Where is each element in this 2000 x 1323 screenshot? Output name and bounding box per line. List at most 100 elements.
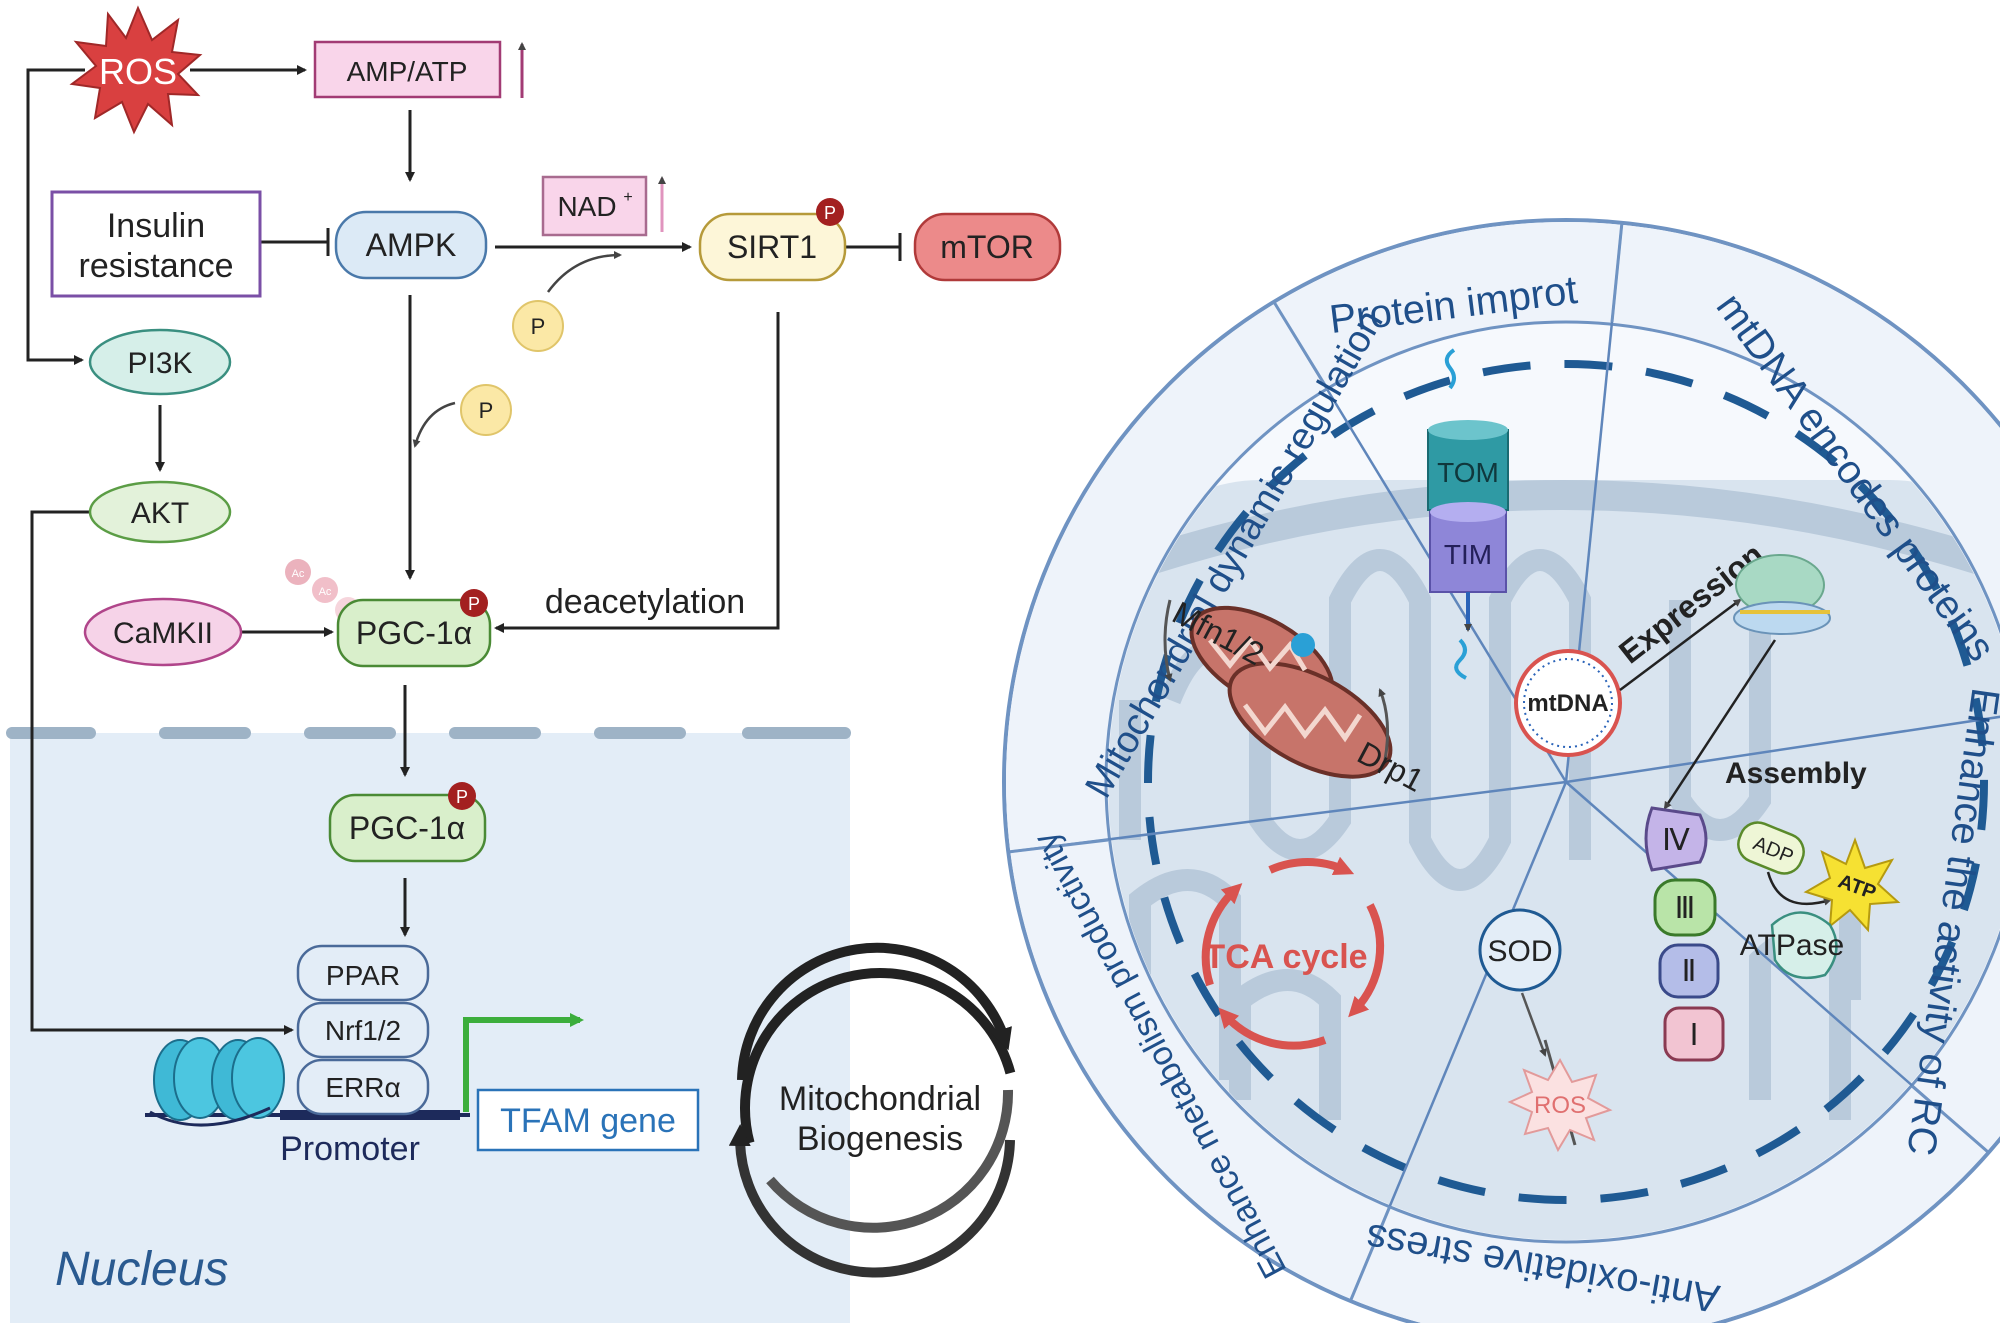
ros-burst-icon	[1507, 1057, 1613, 1153]
nucleosome-icon-4	[231, 1037, 285, 1119]
sod-arrow	[1520, 992, 1547, 1057]
complex-ii-label: Ⅱ	[1682, 955, 1697, 988]
tfam-gene-box	[476, 1088, 700, 1152]
tim-channel-top	[1430, 502, 1506, 522]
atpase-icon	[1770, 911, 1838, 980]
biogenesis-label-2: Biogenesis	[797, 1120, 963, 1158]
transcription-start-arrow	[463, 1013, 584, 1112]
pgc1a-nucleus-phospho-badge	[448, 782, 476, 810]
atp-star-icon: ATP	[1803, 837, 1901, 933]
promoter-label: Promoter	[280, 1130, 420, 1168]
mtdna-inner-ring	[1523, 658, 1613, 748]
mito-fission-icon	[1189, 605, 1393, 779]
mtdna-group: mtDNA	[1514, 649, 1622, 757]
arrow-sirt1-pgc1a	[494, 312, 780, 633]
phosphate-circle-2	[460, 384, 512, 436]
acetyl-label-1: Ac	[292, 568, 305, 580]
ros-star-icon	[69, 5, 203, 135]
pgc1a-phospho-badge	[460, 589, 488, 617]
sirt1-phospho-badge	[816, 198, 844, 226]
pi3k-node	[88, 328, 232, 396]
acetyl-label-2: Ac	[319, 586, 332, 598]
complex-iii: Ⅲ	[1653, 878, 1717, 937]
camkii-label: CaMKII	[113, 617, 213, 650]
nrf-label: Nrf1/2	[325, 1015, 401, 1046]
tom-tim-channel: TOM TIM	[1427, 348, 1509, 680]
insulin-node	[50, 190, 262, 298]
tca-arrow-left	[1201, 883, 1243, 987]
ros-node: ROS	[69, 5, 203, 135]
protein-strand-top-icon	[1444, 348, 1456, 390]
ampatp-label: AMP/ATP	[347, 56, 468, 87]
phospho-curve-sirt1	[546, 251, 622, 293]
assembly-arrow	[1663, 639, 1777, 810]
insulin-label-1: Insulin	[107, 207, 205, 245]
nad-node	[541, 175, 648, 237]
biogenesis-arc-top	[740, 968, 1016, 1145]
ampk-node	[334, 210, 488, 280]
phosphate-circle-1	[512, 300, 564, 352]
ampatp-node	[313, 40, 502, 99]
mfn-arrow	[1163, 599, 1173, 682]
complex-iii-label: Ⅲ	[1675, 892, 1696, 925]
tom-channel-top	[1428, 420, 1508, 440]
pgc1a-nucleus-phospho-label: P	[456, 787, 468, 807]
atpase-label: ATPase	[1740, 929, 1845, 962]
sod-label: SOD	[1487, 935, 1552, 968]
acetyl-circle-1	[285, 559, 311, 585]
ros-burst-label: ROS	[1534, 1092, 1586, 1119]
akt-node	[88, 480, 232, 544]
band-dividers	[1007, 221, 1989, 1303]
erra-label: ERRα	[325, 1072, 400, 1103]
tca-label: TCA cycle	[1204, 938, 1367, 976]
pgc1a-cytoplasm-node	[336, 598, 492, 668]
erra-node	[296, 1058, 430, 1116]
mtor-node	[913, 212, 1062, 282]
mito-wheel: Mitochondrial dynamic regulation Protein…	[1002, 218, 2000, 1323]
insulin-label-2: resistance	[79, 247, 234, 285]
ampk-label: AMPK	[366, 227, 457, 263]
drp-arrow	[1378, 688, 1390, 761]
ribosome-icon	[1733, 554, 1831, 635]
sod-node	[1478, 908, 1562, 992]
nucleosome-group	[149, 1037, 285, 1127]
phosphate-label-2: P	[479, 398, 494, 423]
biogenesis-cycle: Mitochondrial Biogenesis	[728, 942, 1016, 1278]
wheel-dashed-circle	[1144, 360, 1988, 1204]
complex-iv: Ⅳ	[1644, 806, 1708, 872]
nrf-node	[296, 1001, 430, 1059]
arrow-akt-nrf	[30, 510, 294, 1035]
pi3k-label: PI3K	[127, 347, 192, 380]
pgc1a-phospho-label: P	[468, 594, 480, 614]
complex-i-label: Ⅰ	[1690, 1019, 1699, 1052]
sirt1-node	[698, 212, 847, 282]
sirt1-phospho-label: P	[824, 203, 836, 223]
acetyl-circle-2	[312, 577, 338, 603]
protein-strand-bottom-icon	[1454, 638, 1467, 680]
tim-label: TIM	[1444, 539, 1492, 570]
sirt1-label: SIRT1	[727, 229, 817, 265]
tfam-gene-label: TFAM gene	[500, 1102, 676, 1140]
phospho-curve-pgc1a	[412, 401, 456, 448]
biogenesis-label-1: Mitochondrial	[779, 1080, 981, 1118]
biogenesis-arc-bottom	[766, 1089, 1014, 1233]
pgc1a-nucleus-label: PGC-1α	[349, 810, 465, 846]
pgc1a-nucleus-node	[328, 793, 487, 863]
arrow-ros-pi3k	[26, 68, 85, 365]
tca-arrow-top	[1268, 856, 1355, 876]
mtdna-label: mtDNA	[1527, 690, 1608, 717]
tom-label: TOM	[1437, 457, 1499, 488]
ros-label: ROS	[99, 51, 177, 92]
mito-outer-membrane	[1145, 480, 1985, 575]
expression-arrow	[1619, 598, 1742, 691]
mtdna-ring-icon	[1514, 649, 1622, 757]
complex-i: Ⅰ	[1663, 1006, 1725, 1062]
deacetylation-label: deacetylation	[545, 583, 745, 621]
tca-arrow-bottom	[1218, 1007, 1327, 1050]
biogenesis-arrow-2	[728, 1124, 1015, 1278]
tca-cycle: TCA cycle	[1201, 856, 1385, 1050]
ppar-label: PPAR	[326, 960, 400, 991]
complex-ii: Ⅱ	[1658, 943, 1720, 999]
pgc1a-cytoplasm-label: PGC-1α	[356, 615, 472, 651]
